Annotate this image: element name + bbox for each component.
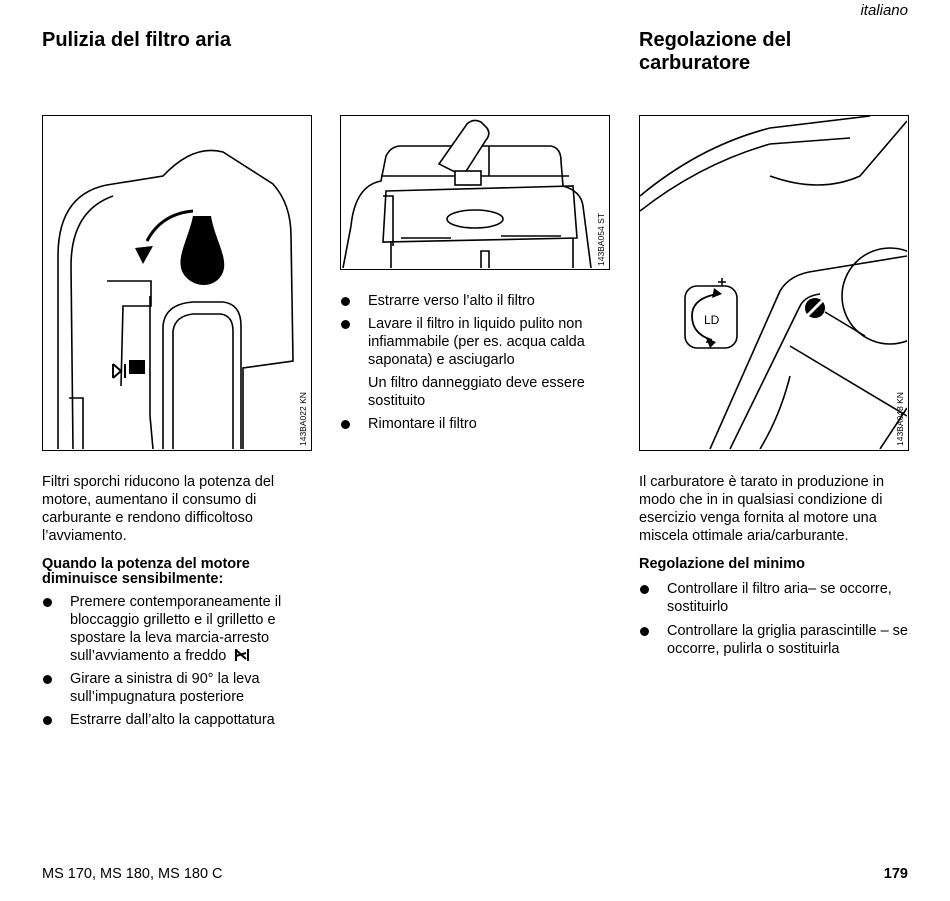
subheading: Quando la potenza del motore diminuisce … [42,556,250,587]
figure-carburetor: LD 143BA048 KN [639,115,909,451]
list-item: Controllare il filtro aria– se occorre, … [639,580,909,616]
list-item: Controllare la griglia parascintille – s… [639,622,909,658]
left-column: Filtri sporchi riducono la potenza del m… [42,473,312,734]
right-column: Il carburatore è tarato in produzione in… [639,473,909,663]
list-item: Estrarre dall’alto la cappottatura [42,711,312,729]
instruction-list: Controllare il filtro aria– se occorre, … [639,580,909,658]
section-title-air-filter: Pulizia del filtro aria [42,29,231,51]
figure-code: 143BA022 KN [298,392,308,446]
footer-models: MS 170, MS 180, MS 180 C [42,866,223,882]
note-text: Un filtro danneggiato deve essere sostit… [368,375,585,409]
ld-label: LD [704,313,720,327]
list-item: Rimontare il filtro [340,415,610,433]
instruction-list: Premere contemporaneamente il bloccaggio… [42,593,312,729]
list-item: Girare a sinistra di 90° la leva sull’im… [42,670,312,706]
illustration-carburetor-screw: LD [640,116,907,449]
instruction-list: Estrarre verso l’alto il filtro Lavare i… [340,292,610,369]
list-item: Estrarre verso l’alto il filtro [340,292,610,310]
intro-text: Il carburatore è tarato in produzione in… [639,474,885,544]
middle-column: Estrarre verso l’alto il filtro Lavare i… [340,292,610,438]
page-number: 179 [883,866,908,882]
illustration-cover-knob [57,149,294,449]
subheading: Regolazione del minimo [639,556,805,572]
section-title-carburetor: Regolazione del carburatore [639,29,792,74]
list-item: Premere contemporaneamente il bloccaggio… [42,593,312,665]
illustration-filter [342,119,592,268]
cold-start-symbol-icon [235,649,250,661]
figure-code: 143BA048 KN [895,392,905,446]
list-item: Lavare il filtro in liquido pulito non i… [340,315,610,369]
figure-code: 143BA054 ST [596,213,606,266]
language-label: italiano [860,2,908,19]
instruction-list: Rimontare il filtro [340,415,610,433]
intro-text: Filtri sporchi riducono la potenza del m… [42,474,275,544]
figure-air-filter: 143BA054 ST [340,115,610,270]
figure-air-filter-cover: 143BA022 KN [42,115,312,451]
